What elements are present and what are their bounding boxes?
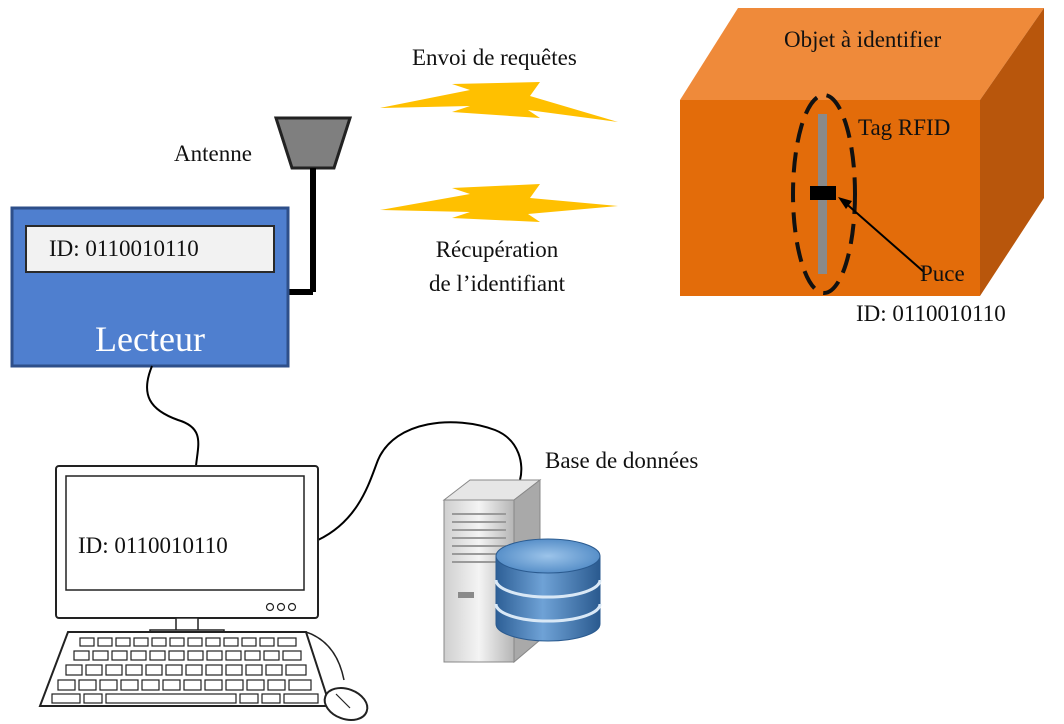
requests-label: Envoi de requêtes [412, 45, 577, 70]
computer-server-cable [317, 421, 523, 541]
database-icon [494, 538, 602, 642]
monitor-icon [55, 465, 319, 639]
keyboard-icon [38, 631, 332, 707]
lightning-icon-response [380, 184, 618, 222]
retrieval-label-line2: de l’identifiant [428, 271, 566, 296]
reader-id-display: ID: 0110010110 [25, 225, 275, 273]
tag-label: Tag RFID [858, 115, 951, 140]
object-label: Objet à identifier [784, 27, 942, 52]
antenna-label: Antenne [174, 141, 252, 166]
retrieval-label-line1: Récupération [435, 237, 559, 262]
object-id-label: ID: 0110010110 [856, 301, 1006, 326]
chip-pointer-head [838, 197, 852, 209]
computer-id-display: ID: 0110010110 [78, 533, 228, 558]
reader-label: Lecteur [95, 319, 205, 359]
reader-computer-cable [146, 365, 200, 467]
mouse-icon [305, 631, 369, 721]
chip-icon [810, 186, 836, 200]
antenna-icon [273, 116, 353, 295]
lightning-icon-requests [380, 82, 618, 122]
database-label: Base de données [545, 448, 699, 473]
object-box [680, 8, 1044, 296]
chip-label: Puce [920, 261, 965, 286]
chip-pointer [841, 199, 925, 273]
